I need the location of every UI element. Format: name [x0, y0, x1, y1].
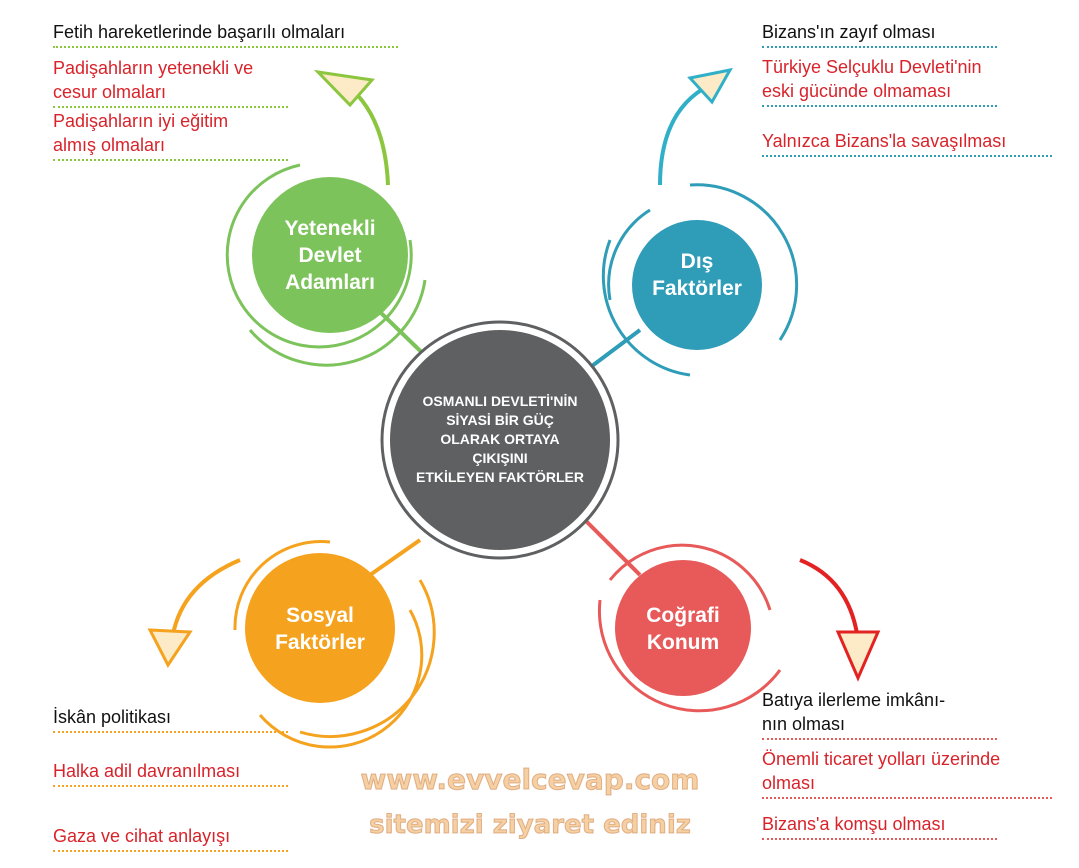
list-item: Bizans'a komşu olması — [762, 812, 997, 840]
list-item-line: olması — [762, 773, 816, 793]
list-item-line: Türkiye Selçuklu Devleti'nin — [762, 57, 982, 77]
center-line: OLARAK ORTAYA — [440, 431, 560, 447]
center-line: OSMANLI DEVLETİ'NİN — [422, 393, 578, 409]
center-title: OSMANLI DEVLETİ'NİN SİYASİ BİR GÜÇ OLARA… — [390, 392, 610, 487]
list-item-line: Padişahların iyi eğitim — [53, 111, 229, 131]
center-line: ETKİLEYEN FAKTÖRLER — [415, 469, 584, 485]
list-item-line: Batıya ilerleme imkânı- — [762, 690, 946, 710]
green-arc — [225, 163, 413, 349]
list-item-line: eski gücünde olmaması — [762, 81, 952, 101]
node-line: Sosyal — [286, 604, 354, 627]
orange-circle — [245, 553, 395, 703]
list-item: Yalnızca Bizans'la savaşılması — [762, 129, 1052, 157]
list-item: Batıya ilerleme imkânı-nın olması — [762, 688, 997, 740]
list-item: Halka adil davranılması — [53, 759, 288, 787]
list-item: Gaza ve cihat anlayışı — [53, 824, 288, 852]
list-item: Bizans'ın zayıf olması — [762, 20, 997, 48]
list-item-line: nın olması — [762, 714, 846, 734]
red-arrow-head-icon — [835, 630, 881, 682]
orange-arrow-head-icon — [147, 628, 193, 668]
list-item-line: Padişahların yetenekli ve — [53, 58, 254, 78]
node-line: Coğrafi — [646, 604, 720, 627]
green-circle — [252, 177, 408, 333]
node-sosyal-faktorler: Sosyal Faktörler — [245, 602, 395, 656]
orange-arc — [258, 609, 424, 749]
node-line: Faktörler — [275, 631, 365, 654]
list-item: İskân politikası — [53, 705, 288, 733]
list-item: Padişahların yetenekli ve cesur olmaları — [53, 56, 288, 108]
node-cografi-konum: Coğrafi Konum — [615, 602, 751, 656]
node-line: Devlet — [298, 244, 362, 267]
red-arrow — [799, 558, 860, 641]
blue-arc — [689, 183, 799, 341]
list-item: Padişahların iyi eğitim almış olmaları — [53, 109, 288, 161]
node-dis-faktorler: Dış Faktörler — [632, 248, 762, 302]
node-line: Faktörler — [652, 277, 742, 300]
green-arc — [248, 279, 427, 367]
blue-circle — [632, 220, 762, 350]
list-item-line: cesur olmaları — [53, 82, 167, 102]
green-arrow-head-icon — [313, 69, 375, 108]
center-line: ÇIKIŞINI — [472, 450, 528, 466]
orange-arc — [299, 579, 436, 738]
connector-orange — [368, 538, 422, 577]
orange-arc — [233, 540, 331, 631]
list-item: Fetih hareketlerinde başarılı olmaları — [53, 20, 398, 48]
node-line: Adamları — [285, 271, 375, 294]
orange-arrow — [170, 558, 241, 641]
red-arc — [597, 599, 782, 713]
red-arc — [608, 543, 772, 611]
center-circle — [390, 330, 610, 550]
node-line: Yetenekli — [284, 217, 376, 240]
list-item: Önemli ticaret yolları üzerinde olması — [762, 747, 1052, 799]
list-item-line: almış olmaları — [53, 135, 166, 155]
center-line: SİYASİ BİR GÜÇ — [446, 412, 554, 428]
red-circle — [615, 560, 751, 696]
connector-red — [583, 518, 642, 577]
blue-arc — [601, 239, 691, 377]
node-yetenekli: Yetenekli Devlet Adamları — [252, 215, 408, 296]
blue-arrow-head-icon — [687, 67, 733, 105]
list-item-line: Önemli ticaret yolları üzerinde — [762, 749, 1001, 769]
list-item: Türkiye Selçuklu Devleti'nin eski gücünde… — [762, 55, 997, 107]
blue-arc — [607, 208, 651, 301]
blue-arrow — [658, 83, 711, 186]
node-line: Dış — [680, 250, 714, 273]
node-line: Konum — [646, 631, 720, 654]
